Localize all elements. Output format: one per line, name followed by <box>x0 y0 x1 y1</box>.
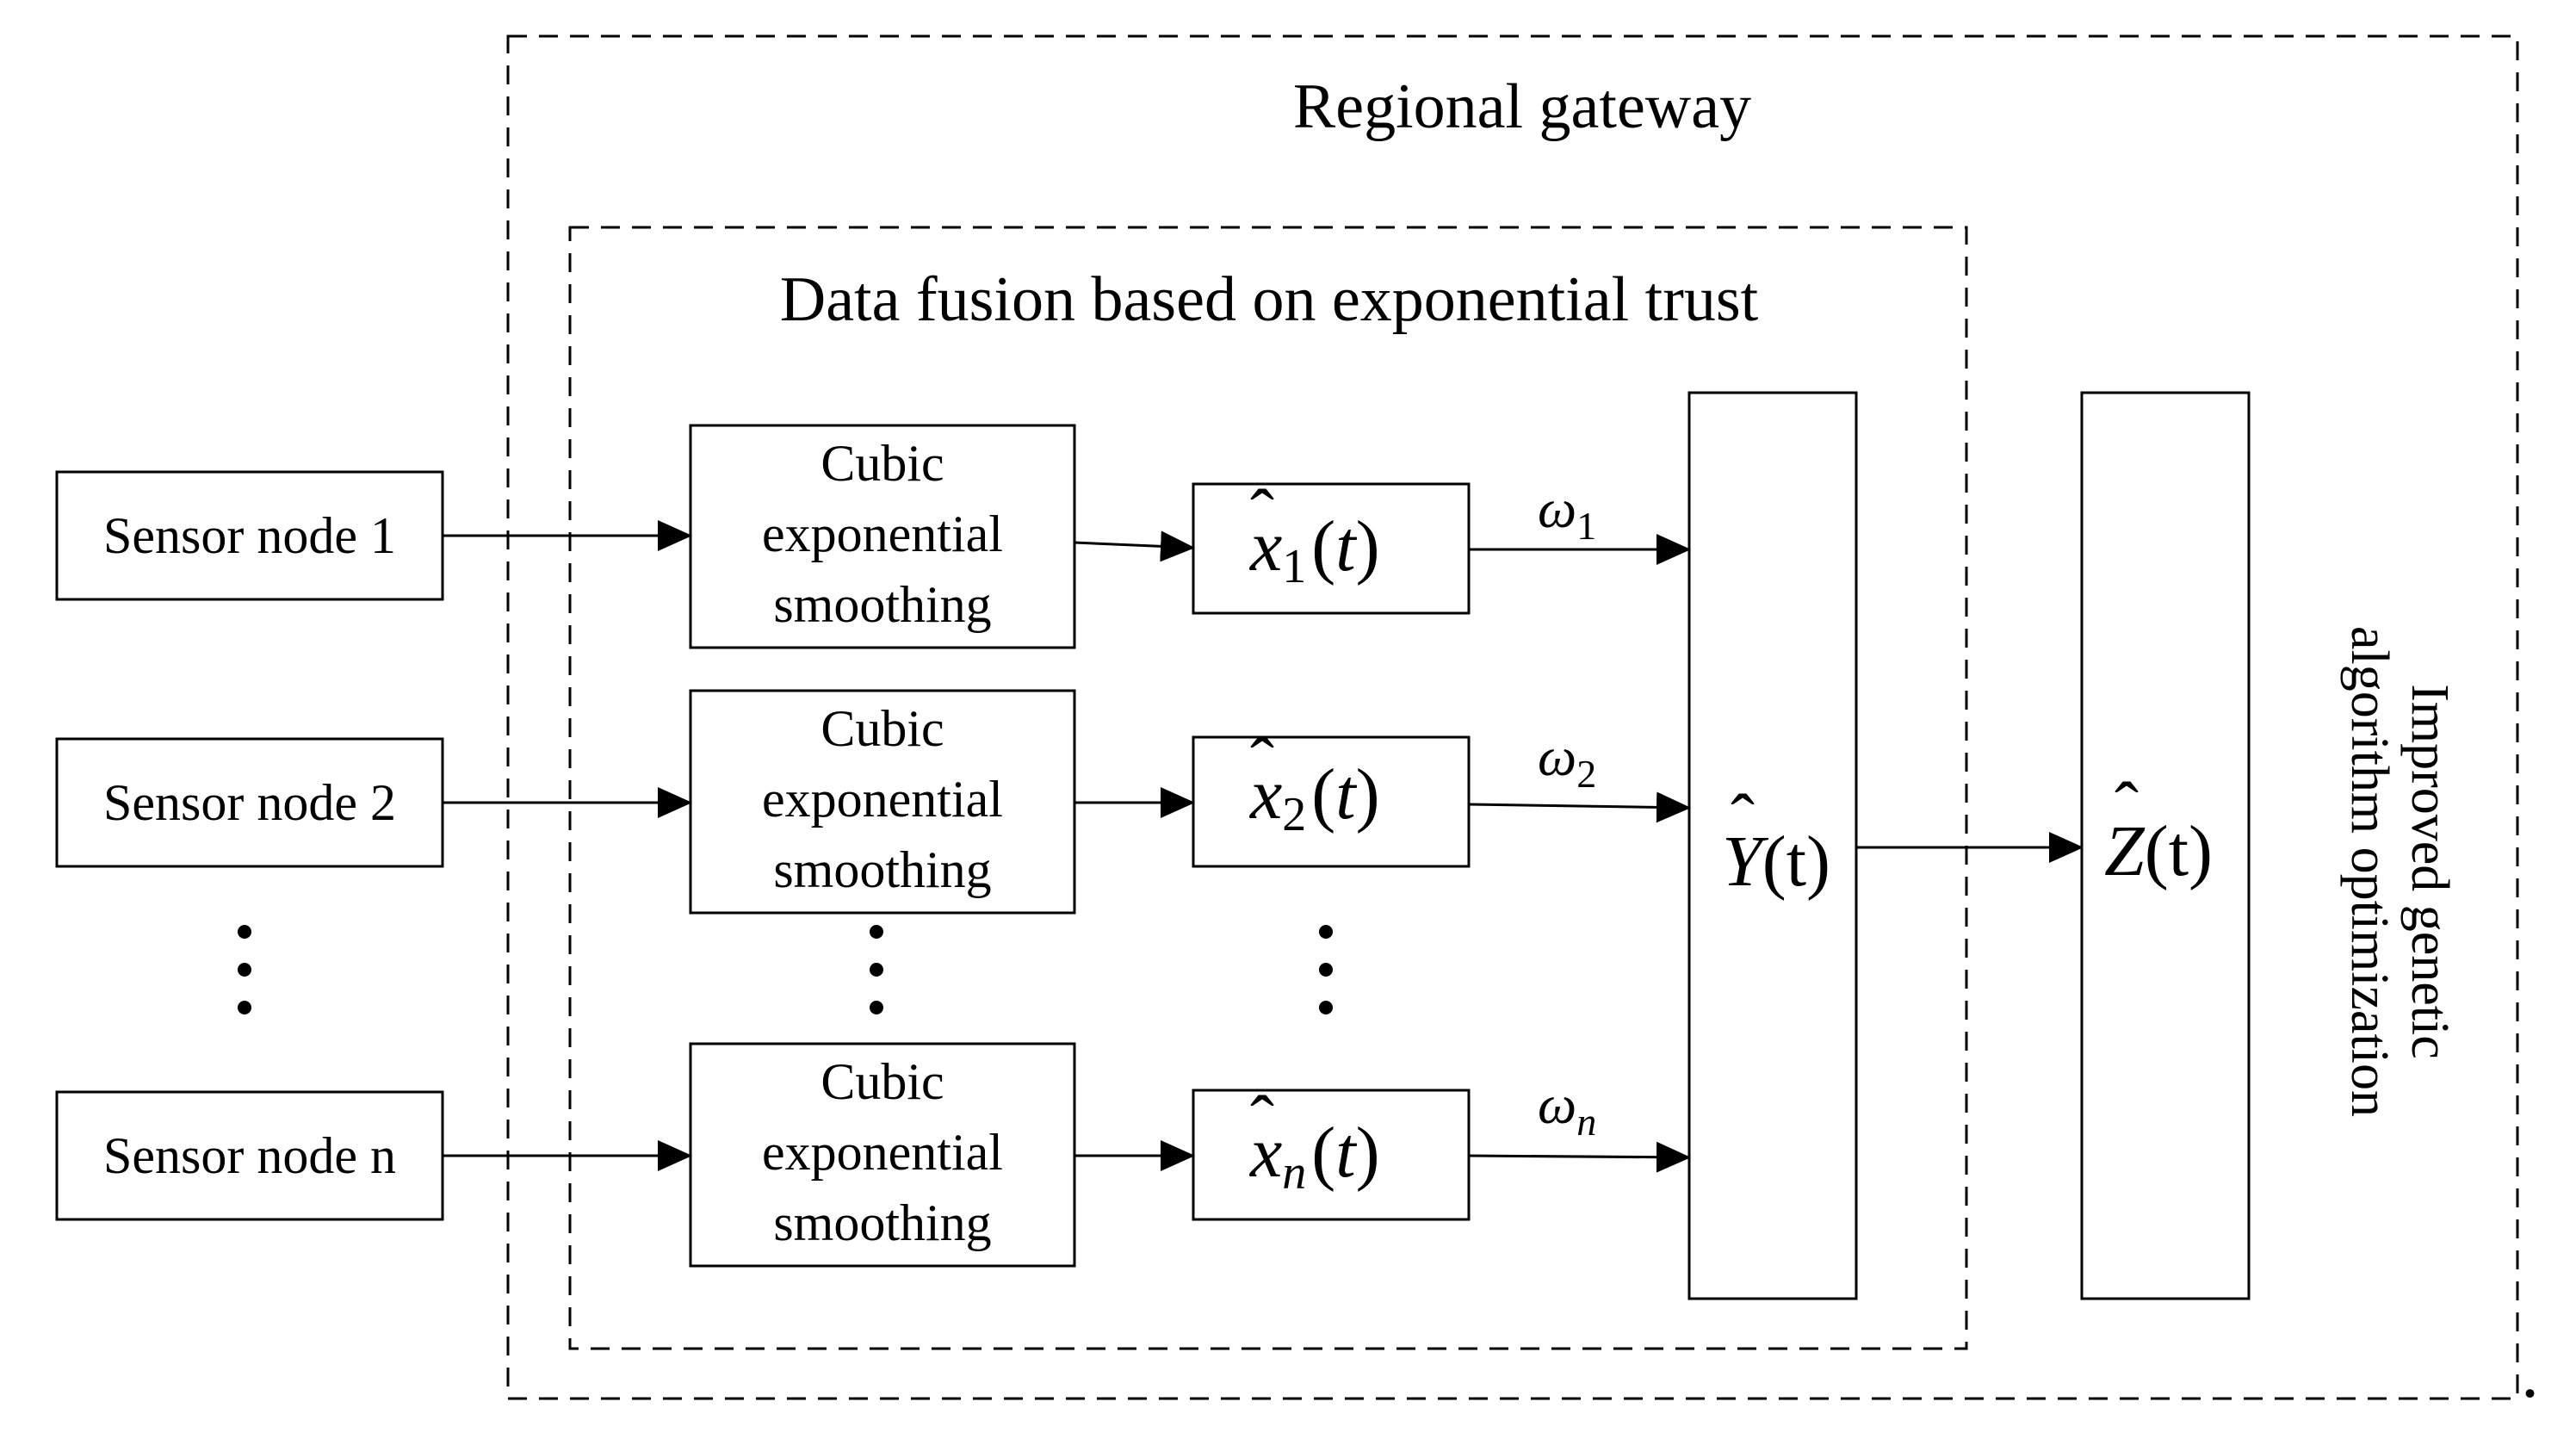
estimate-box-n: xn(t) ˆ <box>1192 1082 1471 1221</box>
estimate-box-2: x2(t) ˆ <box>1192 723 1471 868</box>
smoothing-line: smoothing <box>773 576 991 633</box>
optimizer-label: Improved genetic algorithm optimization <box>2340 626 2459 1117</box>
optimized-output-box: Z(t) ˆ <box>2080 391 2251 1300</box>
trailing-period: . <box>2521 1333 2539 1413</box>
weight-label-1: ω1 <box>1538 478 1596 548</box>
regional-gateway-title: Regional gateway <box>1293 71 1751 142</box>
smoothing-line: exponential <box>762 771 1003 828</box>
fused-output-expression: Y(t) <box>1722 822 1830 902</box>
smoothing-line: Cubic <box>820 1053 944 1110</box>
weight-label-2: ω2 <box>1538 726 1596 796</box>
fused-output-box: Y(t) ˆ <box>1687 391 1858 1300</box>
smoothing-line: smoothing <box>773 841 991 898</box>
smoothing-block-2: Cubic exponential smoothing <box>689 689 1076 915</box>
estimate-expression: x2(t) <box>1248 754 1380 841</box>
sensor-node-n: Sensor node n <box>55 1090 444 1221</box>
optimizer-line: algorithm optimization <box>2340 626 2399 1117</box>
data-fusion-title: Data fusion based on exponential trust <box>780 264 1759 335</box>
estimate-expression: xn(t) <box>1248 1113 1380 1200</box>
smoothing-block-1: Cubic exponential smoothing <box>689 424 1076 649</box>
sensor-node-label: Sensor node 1 <box>103 507 396 564</box>
hat-accent: ˆ <box>2115 768 2139 848</box>
sensor-node-label: Sensor node n <box>103 1127 396 1184</box>
optimized-output-expression: Z(t) <box>2104 811 2213 891</box>
hat-accent: ˆ <box>1250 1082 1274 1162</box>
estimate-expression: x1(t) <box>1248 506 1380 593</box>
arrow-estimate2-to-fused <box>1468 791 1691 823</box>
hat-accent: ˆ <box>1250 475 1274 555</box>
hat-accent: ˆ <box>1250 723 1274 803</box>
smoothing-line: Cubic <box>820 700 944 757</box>
smoothing-line: Cubic <box>820 435 944 492</box>
data-fusion-boundary <box>568 226 1968 1350</box>
sensor-node-2: Sensor node 2 <box>55 737 444 868</box>
arrow-smoothing1-to-estimate1 <box>1074 530 1195 562</box>
smoothing-block-n: Cubic exponential smoothing <box>689 1042 1076 1268</box>
hat-accent: ˆ <box>1731 780 1755 860</box>
smoothing-line: smoothing <box>773 1194 991 1251</box>
smoothing-line: exponential <box>762 506 1003 562</box>
regional-gateway-boundary <box>506 34 2519 1400</box>
smoothing-line: exponential <box>762 1124 1003 1181</box>
weight-label-n: ωn <box>1538 1074 1596 1144</box>
ellipsis-smoothing <box>870 925 883 1014</box>
arrow-estimaten-to-fused <box>1468 1141 1691 1173</box>
sensor-node-1: Sensor node 1 <box>55 470 444 601</box>
ellipsis-sensors <box>238 925 251 1014</box>
optimizer-line: Improved genetic <box>2400 684 2459 1059</box>
estimate-box-1: x1(t) ˆ <box>1192 475 1471 615</box>
ellipsis-estimates <box>1319 925 1333 1014</box>
sensor-node-label: Sensor node 2 <box>103 774 396 831</box>
